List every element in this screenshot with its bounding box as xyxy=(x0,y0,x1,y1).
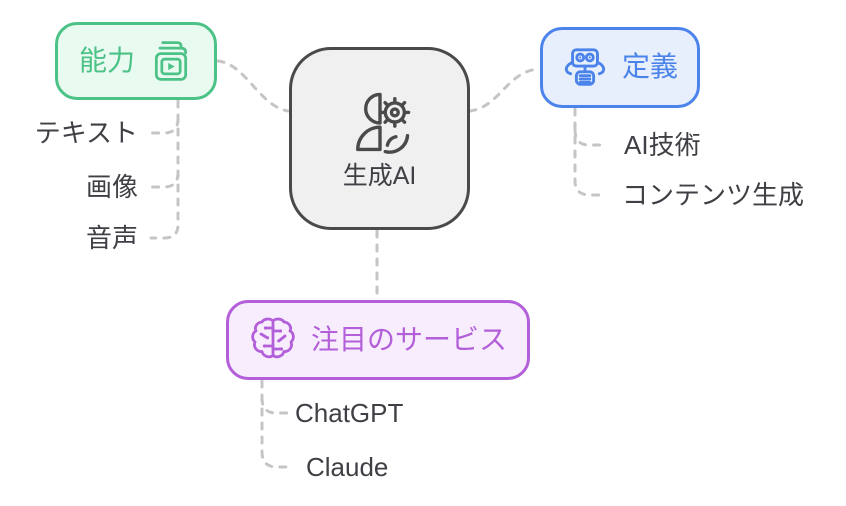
connector-definition-trunk xyxy=(573,107,606,197)
branch-services-label: 注目のサービス xyxy=(310,323,507,355)
center-node[interactable]: 生成AI xyxy=(289,47,470,230)
connector-ability-to-center xyxy=(216,59,290,113)
connector-ability-child-1 xyxy=(148,117,180,135)
connector-center-to-definition xyxy=(468,67,541,113)
connector-services-trunk xyxy=(260,379,294,469)
connector-definition-child-1 xyxy=(573,128,605,147)
video-library-icon xyxy=(154,41,188,81)
center-node-label: 生成AI xyxy=(342,161,417,190)
branch-node-ability[interactable]: 能力 xyxy=(55,22,217,100)
branch-node-services[interactable]: 注目のサービス xyxy=(226,300,530,380)
connector-ability-child-2 xyxy=(148,171,180,189)
child-label-content-generation[interactable]: コンテンツ生成 xyxy=(622,180,805,210)
child-label-image[interactable]: 画像 xyxy=(85,172,138,202)
robot-icon xyxy=(564,47,606,86)
connector-ability-trunk xyxy=(149,99,180,240)
child-label-audio[interactable]: 音声 xyxy=(85,223,138,253)
child-label-claude[interactable]: Claude xyxy=(306,452,389,482)
branch-node-definition[interactable]: 定義 xyxy=(540,27,700,108)
connector-services-child-1 xyxy=(260,396,292,415)
branch-ability-label: 能力 xyxy=(78,44,135,76)
child-label-text[interactable]: テキスト xyxy=(34,118,138,148)
branch-definition-label: 定義 xyxy=(621,51,678,83)
brain-icon xyxy=(251,317,295,359)
child-label-ai-tech[interactable]: AI技術 xyxy=(624,130,701,160)
child-label-chatgpt[interactable]: ChatGPT xyxy=(295,398,404,428)
person-gear-icon xyxy=(355,92,410,154)
